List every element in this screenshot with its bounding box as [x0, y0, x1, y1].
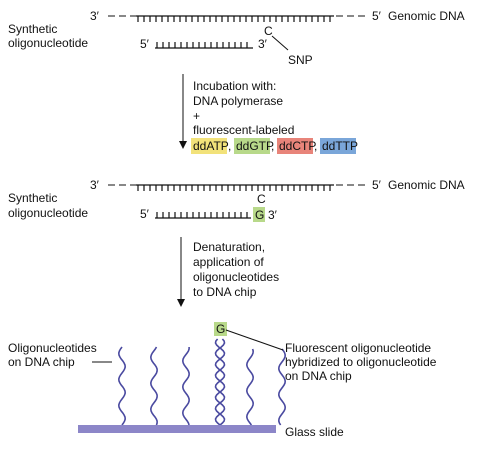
step1-group: 3′ 5′ Genomic DNA Synthetic oligonucleot… — [8, 9, 465, 67]
step1-genomic-5prime: 5′ — [372, 9, 382, 23]
step2-genomic-ticks — [137, 185, 331, 191]
ddntp-label: ddCTP — [279, 139, 316, 153]
ddntp-separator: , — [314, 139, 317, 153]
chip-hybrid-base-highlight — [214, 322, 227, 336]
step2-group: 3′ 5′ Genomic DNA Synthetic oligonucleot… — [8, 178, 465, 222]
step2-synthetic-label-line2: oligonucleotide — [8, 206, 88, 220]
step1-snp-label: SNP — [288, 53, 313, 67]
step1-genomic-label: Genomic DNA — [388, 9, 465, 23]
denaturation-line2: application of — [193, 255, 264, 269]
step2-genomic-3prime: 3′ — [90, 178, 100, 192]
ddntp-label: ddATP — [193, 139, 229, 153]
denaturation-line3: oligonucleotides — [193, 270, 279, 284]
step2-synthetic-label-line1: Synthetic — [8, 191, 57, 205]
oligonucleotide-strand — [245, 348, 255, 426]
step1-primer-5prime: 5′ — [140, 37, 150, 51]
ddntp-row: ddATP,ddGTP,ddCTP,ddTTP — [191, 138, 358, 154]
incubation-line3: + — [193, 109, 200, 123]
ddntp-highlight — [277, 138, 313, 154]
chip-right-pointer — [225, 329, 284, 351]
oligonucleotide-strand — [117, 346, 127, 426]
chip-right-label-line3: on DNA chip — [285, 369, 352, 383]
step1-snp-base: C — [264, 24, 273, 38]
hybridized-strand-fluorescent — [214, 338, 226, 426]
ddntp-label: ddGTP — [236, 139, 274, 153]
incubation-line4: fluorescent-labeled — [193, 123, 294, 137]
incubation-line2: DNA polymerase — [193, 94, 283, 108]
ddntp-separator: , — [228, 139, 231, 153]
chip-right-label-line2: hybridized to oligonucleotide — [285, 355, 437, 369]
ddntp-highlight — [234, 138, 270, 154]
incubation-group: Incubation with: DNA polymerase + fluore… — [191, 79, 358, 154]
oligonucleotide-strand — [181, 347, 190, 426]
denaturation-line4: to DNA chip — [193, 285, 257, 299]
hybridized-strand-chip — [214, 338, 226, 426]
step2-primer-5prime: 5′ — [140, 207, 150, 221]
step1-synthetic-label-line1: Synthetic — [8, 22, 57, 36]
chip-strands — [117, 338, 287, 426]
glass-slide — [78, 425, 276, 433]
ddntp-highlight — [191, 138, 227, 154]
step1-synthetic-label-line2: oligonucleotide — [8, 36, 88, 50]
step2-primer-3prime: 3′ — [268, 208, 278, 222]
step2-added-base: G — [255, 208, 264, 222]
step2-genomic-label: Genomic DNA — [388, 178, 465, 192]
ddntp-highlight — [320, 138, 356, 154]
step1-genomic-3prime: 3′ — [90, 9, 100, 23]
step1-primer-3prime: 3′ — [258, 37, 268, 51]
step2-primer-ticks — [156, 212, 248, 218]
glass-slide-label: Glass slide — [285, 425, 344, 439]
chip-left-label-line2: on DNA chip — [8, 355, 75, 369]
oligonucleotide-strand — [149, 346, 158, 426]
denaturation-line1: Denaturation, — [193, 240, 265, 254]
step2-added-base-highlight — [253, 207, 265, 222]
oligonucleotide-strand — [277, 348, 287, 426]
step2-genomic-5prime: 5′ — [372, 178, 382, 192]
chip-right-label-line1: Fluorescent oligonucleotide — [285, 341, 431, 355]
chip-left-label-line1: Oligonucleotides — [8, 341, 97, 355]
chip-hybrid-base: G — [216, 322, 225, 336]
step1-primer-ticks — [156, 42, 248, 48]
ddntp-separator: , — [271, 139, 274, 153]
ddntp-label: ddTTP — [322, 139, 358, 153]
incubation-line1: Incubation with: — [193, 79, 276, 93]
step1-genomic-ticks — [137, 16, 331, 22]
step1-snp-pointer — [271, 35, 289, 51]
step2-template-base: C — [257, 192, 266, 206]
chip-group: Oligonucleotides on DNA chip G Fluoresce… — [8, 322, 437, 439]
denaturation-group: Denaturation, application of oligonucleo… — [193, 240, 279, 299]
